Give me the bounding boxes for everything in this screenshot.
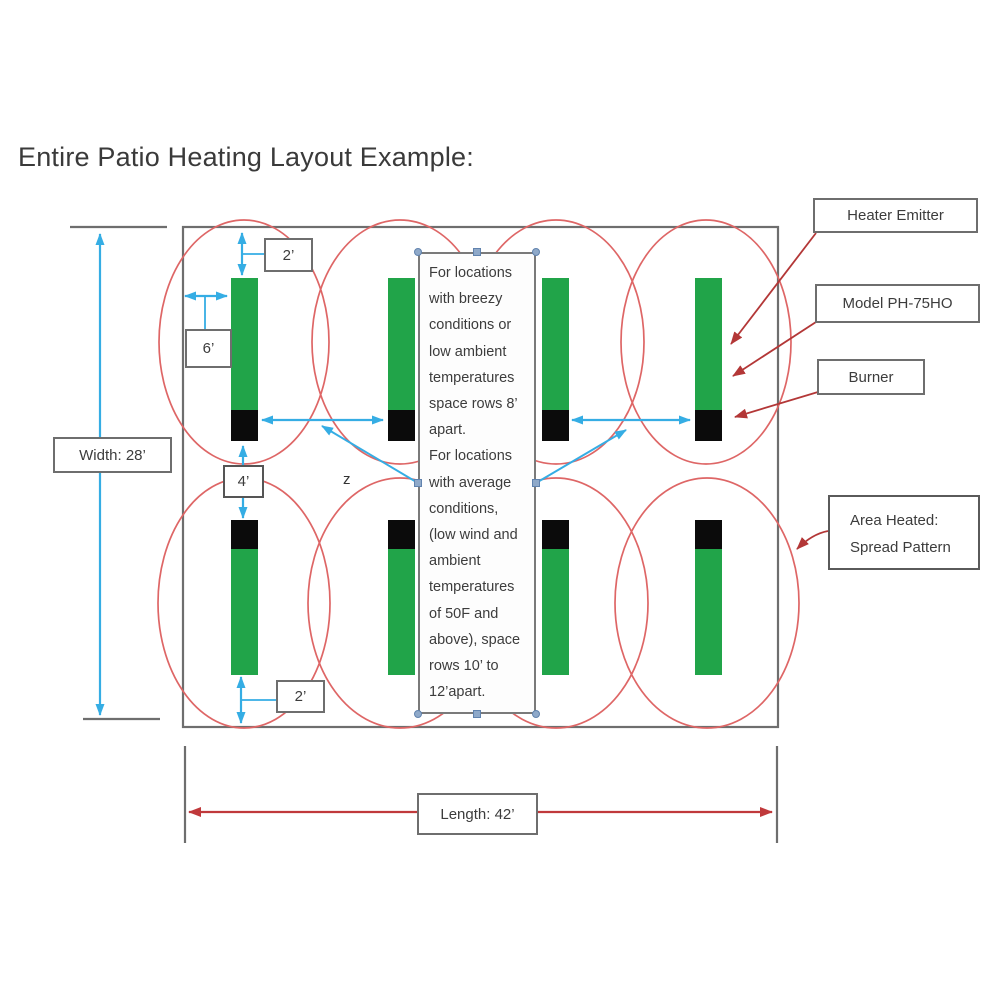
selection-handle-top-middle[interactable] <box>473 248 481 256</box>
bottom-spacing-label: 2’ <box>276 680 325 713</box>
burner-callout-text: Burner <box>848 368 894 386</box>
length-dimension-label: Length: 42’ <box>417 793 538 835</box>
area-heated-line1: Area Heated: <box>850 512 939 529</box>
width-dimension-label: Width: 28’ <box>53 437 172 473</box>
selection-handle-middle-left[interactable] <box>414 479 422 487</box>
heater-unit <box>388 278 415 441</box>
heater-unit <box>542 520 569 675</box>
area-heated-callout: Area Heated: Spread Pattern <box>828 495 980 570</box>
page-title: Entire Patio Heating Layout Example: <box>18 142 474 172</box>
heater-unit <box>542 278 569 441</box>
spread-ellipse <box>614 477 800 729</box>
burner-block <box>388 520 415 549</box>
note-connector-left <box>321 425 419 484</box>
selection-handle-bottom-right[interactable] <box>532 710 540 718</box>
area-heated-leader <box>796 530 829 550</box>
note-text-box[interactable]: For locations with breezy conditions or … <box>418 252 536 714</box>
burner-block <box>388 410 415 441</box>
note-connector-right <box>535 429 627 484</box>
area-heated-line2: Spread Pattern <box>850 539 951 556</box>
heater-emitter-callout-text: Heater Emitter <box>847 207 944 224</box>
heater-unit <box>695 520 722 675</box>
burner-block <box>231 520 258 549</box>
heater-row-1 <box>231 278 722 441</box>
selection-handle-bottom-left[interactable] <box>414 710 422 718</box>
bottom-spacing-text: 2’ <box>294 688 307 705</box>
heater-unit <box>231 278 258 441</box>
emitter-bar <box>695 278 722 410</box>
row-gap-text: 4’ <box>237 473 250 490</box>
burner-leader <box>734 391 819 419</box>
heater-emitter-leader <box>730 232 817 345</box>
model-leader <box>732 321 817 377</box>
heater-unit <box>231 520 258 675</box>
model-callout-text: Model PH-75HO <box>842 295 953 312</box>
heater-unit <box>695 278 722 441</box>
selection-handle-middle-right[interactable] <box>532 479 540 487</box>
selection-handle-bottom-middle[interactable] <box>473 710 481 718</box>
emitter-bar <box>388 549 415 675</box>
burner-block <box>542 520 569 549</box>
length-dimension-text: Length: 42’ <box>440 805 515 823</box>
selection-handle-top-left[interactable] <box>414 248 422 256</box>
callout-leader-lines <box>730 232 829 550</box>
emitter-bar <box>542 278 569 410</box>
burner-callout: Burner <box>817 359 925 395</box>
heater-emitter-callout: Heater Emitter <box>813 198 978 233</box>
burner-block <box>542 410 569 441</box>
heater-unit <box>388 520 415 675</box>
model-callout: Model PH-75HO <box>815 284 980 323</box>
top-spacing-text: 2’ <box>282 246 295 264</box>
emitter-bar <box>542 549 569 675</box>
emitter-bar <box>695 549 722 675</box>
cyan-dimension-arrows <box>95 232 691 724</box>
spread-ellipse <box>620 219 792 465</box>
emitter-bar <box>231 278 258 410</box>
side-spacing-text: 6’ <box>202 340 215 357</box>
row-gap-label: 4’ <box>223 465 264 498</box>
width-dimension-text: Width: 28’ <box>79 446 146 464</box>
burner-block <box>695 410 722 441</box>
emitter-bar <box>231 549 258 675</box>
dimension-ticks <box>70 225 779 843</box>
burner-block <box>231 410 258 441</box>
side-spacing-label: 6’ <box>185 329 232 368</box>
selection-handle-top-right[interactable] <box>532 248 540 256</box>
stray-z-character: z <box>343 471 351 488</box>
burner-block <box>695 520 722 549</box>
heater-row-2 <box>231 520 722 675</box>
emitter-bar <box>388 278 415 410</box>
top-spacing-label: 2’ <box>264 238 313 272</box>
